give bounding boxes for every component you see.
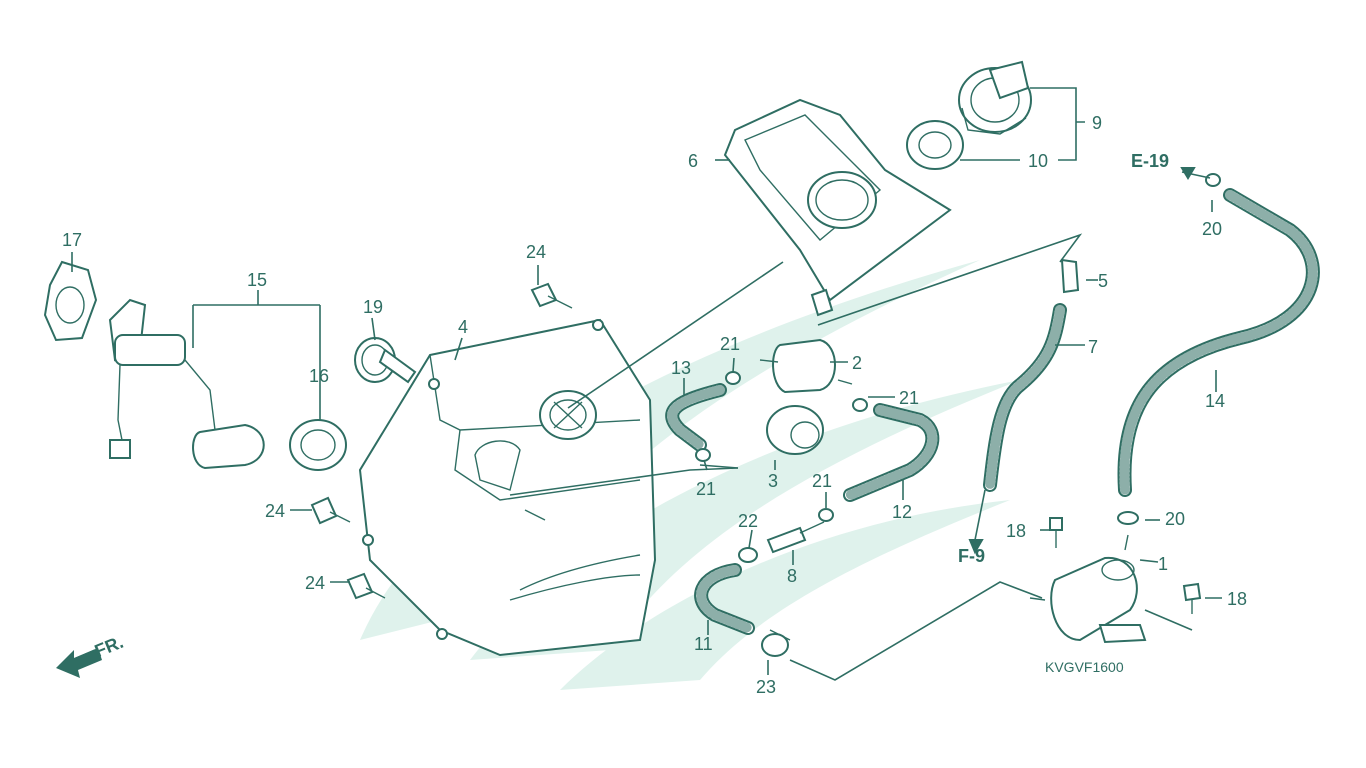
clip-22[interactable] [738, 547, 758, 563]
front-direction-label: FR. [92, 632, 126, 661]
hose-11[interactable] [694, 563, 755, 635]
label-part-21-c: 21 [696, 479, 716, 499]
ref-f9[interactable]: F-9 [958, 546, 985, 566]
arrow-f9-icon [968, 539, 984, 555]
clip-21-d[interactable] [818, 508, 834, 522]
label-part-18-right: 18 [1227, 589, 1247, 609]
fuel-filter-3[interactable] [766, 405, 824, 455]
label-part-21-d: 21 [812, 471, 832, 491]
clip-20-a[interactable] [1205, 173, 1221, 187]
label-part-22: 22 [738, 511, 758, 531]
clip-21-a[interactable] [725, 371, 741, 385]
label-part-10: 10 [1028, 151, 1048, 171]
label-part-6: 6 [688, 151, 698, 171]
hose-12[interactable] [843, 403, 940, 502]
bolt-18-left[interactable] [1049, 517, 1063, 548]
label-part-14: 14 [1205, 391, 1225, 411]
label-part-13: 13 [671, 358, 691, 378]
hose-14[interactable] [1117, 188, 1320, 497]
clip-20-b[interactable] [1117, 511, 1139, 525]
clip-21-c[interactable] [695, 448, 711, 462]
label-part-5: 5 [1098, 271, 1108, 291]
label-part-19: 19 [363, 297, 383, 317]
leader-lines [59, 87, 1222, 681]
fuel-filler-cap[interactable] [958, 60, 1032, 135]
fuel-cut-valve[interactable] [1029, 534, 1147, 644]
label-part-3: 3 [768, 471, 778, 491]
bolt-middle[interactable] [310, 496, 351, 525]
label-part-20-upper: 20 [1202, 219, 1222, 239]
ref-e19[interactable]: E-19 [1131, 151, 1169, 171]
hose-fitting[interactable] [1060, 258, 1080, 294]
label-part-12: 12 [892, 502, 912, 522]
label-part-24-middle: 24 [265, 501, 285, 521]
label-part-4: 4 [458, 317, 468, 337]
hose-13[interactable] [665, 383, 727, 452]
label-part-1: 1 [1158, 554, 1168, 574]
label-part-2: 2 [852, 353, 862, 373]
hose-clamp-band[interactable] [354, 337, 417, 384]
bolt-lower[interactable] [346, 572, 386, 600]
fuel-pump-unit[interactable] [43, 260, 265, 470]
filler-cap-gasket[interactable] [906, 120, 964, 170]
label-part-11: 11 [694, 634, 713, 654]
clip-21-b[interactable] [852, 398, 868, 412]
label-part-17: 17 [62, 230, 82, 250]
label-part-9: 9 [1092, 113, 1102, 133]
hose-7[interactable] [983, 303, 1067, 492]
fuel-pump-seal[interactable] [289, 419, 347, 471]
arrow-e19-icon [1180, 167, 1196, 180]
bolt-18-right[interactable] [1182, 582, 1202, 614]
label-part-24-lower: 24 [305, 573, 325, 593]
bolt-upper[interactable] [530, 282, 573, 309]
tank-cover[interactable] [723, 98, 952, 317]
label-part-18-left: 18 [1006, 521, 1026, 541]
label-part-20-lower: 20 [1165, 509, 1185, 529]
label-part-16: 16 [309, 366, 329, 386]
label-part-21-b: 21 [899, 388, 919, 408]
label-part-24-upper: 24 [526, 242, 546, 262]
label-part-7: 7 [1088, 337, 1098, 357]
label-part-15: 15 [247, 270, 267, 290]
front-direction-arrow-icon [56, 648, 102, 678]
fuel-tank[interactable] [358, 318, 657, 657]
fuel-filter-2[interactable] [759, 338, 853, 394]
hose-clamp-23[interactable] [761, 629, 791, 657]
label-part-8: 8 [787, 566, 797, 586]
diagram-code: KVGVF1600 [1045, 659, 1124, 675]
label-part-23: 23 [756, 677, 776, 697]
label-part-21-a: 21 [720, 334, 740, 354]
hose-joint[interactable] [766, 521, 825, 554]
